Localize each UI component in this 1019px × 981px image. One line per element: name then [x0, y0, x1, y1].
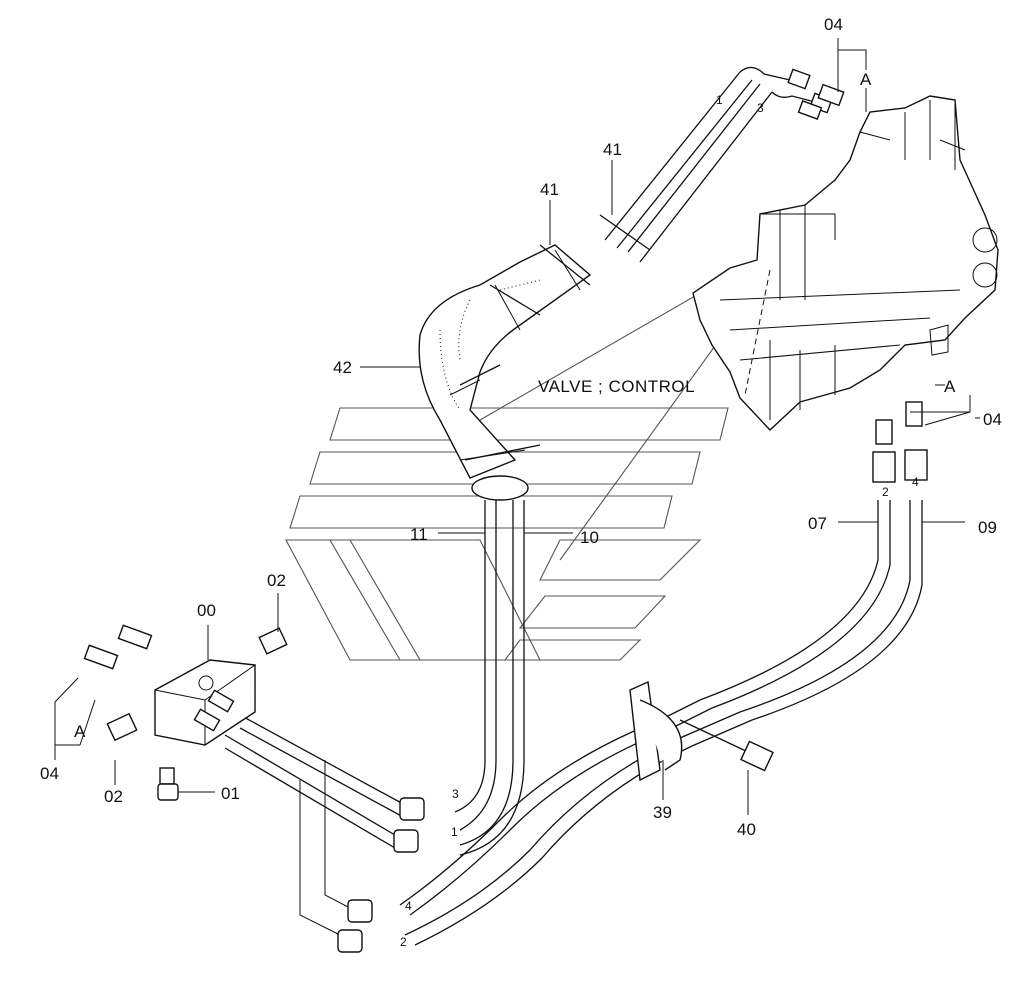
callout-07: 07	[808, 514, 827, 533]
callout-39: 39	[653, 803, 672, 822]
port-mark-2-right: 2	[882, 485, 889, 499]
port-mark-1-top: 1	[716, 93, 723, 107]
pipe-bundle-upper	[604, 66, 845, 263]
callout-11: 11	[410, 525, 428, 544]
callout-04-top: 04	[824, 15, 843, 34]
port-mark-4-bottom: 4	[405, 899, 412, 913]
callout-41-upper: 41	[603, 140, 622, 159]
marker-a-right: A	[944, 377, 956, 396]
valve-control-title: VALVE ; CONTROL	[538, 377, 695, 396]
clamp-39-bolt-40	[629, 680, 774, 782]
callout-04-right: 04	[983, 410, 1002, 429]
leader-lines	[54, 38, 980, 815]
callout-41-lower: 41	[540, 180, 559, 199]
callout-40: 40	[737, 820, 756, 839]
port-mark-1-bottom: 1	[451, 825, 458, 839]
ties-41	[459, 214, 651, 461]
hoses-07-09	[399, 401, 928, 946]
control-valve	[692, 95, 999, 431]
marker-a-top: A	[860, 70, 872, 89]
hose-42	[418, 244, 592, 479]
callout-09: 09	[978, 518, 997, 537]
callout-00: 00	[197, 601, 216, 620]
marker-a-left: A	[74, 722, 86, 741]
callout-02-lower: 02	[104, 787, 123, 806]
callout-02-upper: 02	[267, 571, 286, 590]
port-mark-2-bottom: 2	[400, 935, 407, 949]
port-mark-3-top: 3	[757, 101, 764, 115]
hoses-10-11	[454, 475, 529, 856]
watermark-logo	[285, 269, 772, 661]
callout-01: 01	[221, 784, 240, 803]
callout-10: 10	[580, 528, 599, 547]
callout-42: 42	[333, 358, 352, 377]
block-00	[83, 624, 288, 801]
port-mark-4-right: 4	[912, 475, 919, 489]
callout-04-left: 04	[40, 764, 59, 783]
port-mark-3-bottom: 3	[452, 787, 459, 801]
pipes-lower	[224, 714, 425, 953]
